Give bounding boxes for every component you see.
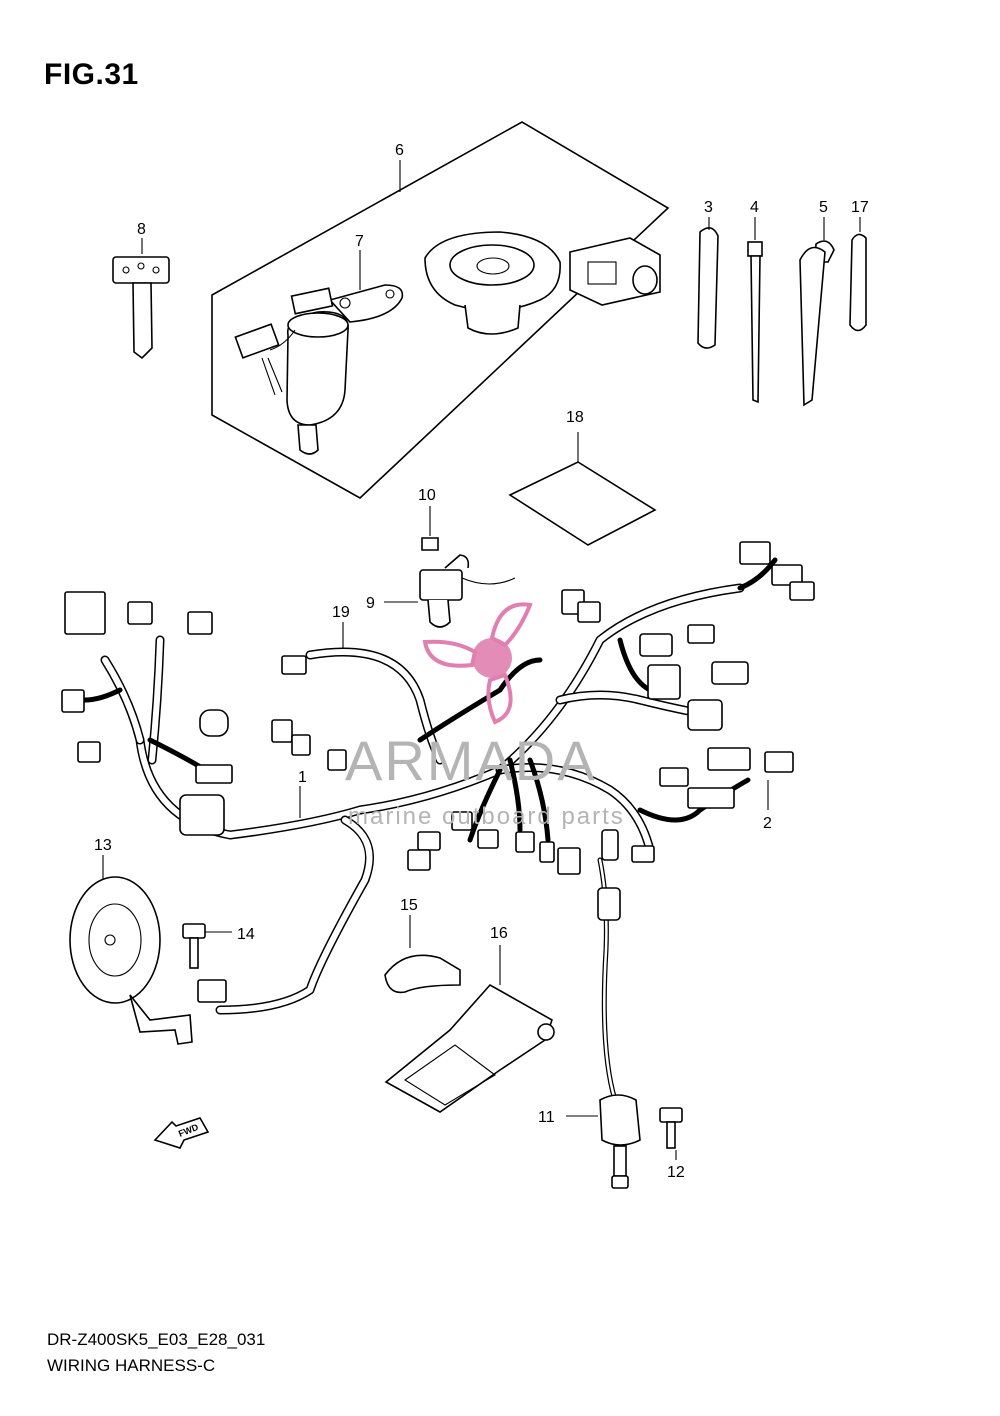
callout-6: 6	[395, 142, 404, 159]
horn-drawing	[69, 855, 232, 1045]
ignition-switch-drawing	[234, 284, 404, 455]
figure-name: WIRING HARNESS-C	[47, 1356, 216, 1375]
sensor-drawing	[384, 506, 516, 628]
fwd-arrow-icon: FWD	[153, 1117, 210, 1149]
bracket-16-drawing	[384, 945, 555, 1113]
key-drawing	[112, 238, 170, 360]
watermark-logo: ARMADA marine outboard parts	[345, 602, 625, 830]
callout-7: 7	[355, 233, 364, 250]
lock-set-box	[211, 121, 670, 499]
wiring-harness-drawing	[82, 557, 778, 1103]
label-sheet-drawing	[508, 432, 657, 546]
callout-17: 17	[851, 199, 869, 216]
fuel-cap-drawing	[424, 231, 561, 335]
callout-16: 16	[490, 925, 508, 942]
callout-2: 2	[763, 815, 772, 832]
callout-15: 15	[400, 897, 418, 914]
callout-8: 8	[137, 221, 146, 238]
callout-3: 3	[704, 199, 713, 216]
watermark-tagline: marine outboard parts	[348, 803, 625, 830]
switch-11-drawing	[566, 1094, 683, 1189]
watermark-brand: ARMADA	[345, 729, 597, 792]
callout-18: 18	[566, 409, 584, 426]
callout-1: 1	[298, 769, 307, 786]
seat-lock-drawing	[569, 237, 661, 306]
callout-19: 19	[332, 604, 350, 621]
figure-title: FIG.31	[44, 58, 139, 91]
connectors-drawing	[61, 541, 815, 1003]
callout-13: 13	[94, 837, 112, 854]
callout-10: 10	[418, 487, 436, 504]
callout-14: 14	[237, 926, 255, 943]
callout-12: 12	[667, 1164, 685, 1181]
figure-code: DR-Z400SK5_E03_E28_031	[47, 1330, 266, 1349]
callout-11: 11	[538, 1109, 555, 1126]
cover-15-drawing	[384, 915, 461, 994]
callout-5: 5	[819, 199, 828, 216]
callout-9: 9	[366, 595, 375, 612]
callout-4: 4	[750, 199, 759, 216]
clamps-drawing	[697, 217, 867, 407]
